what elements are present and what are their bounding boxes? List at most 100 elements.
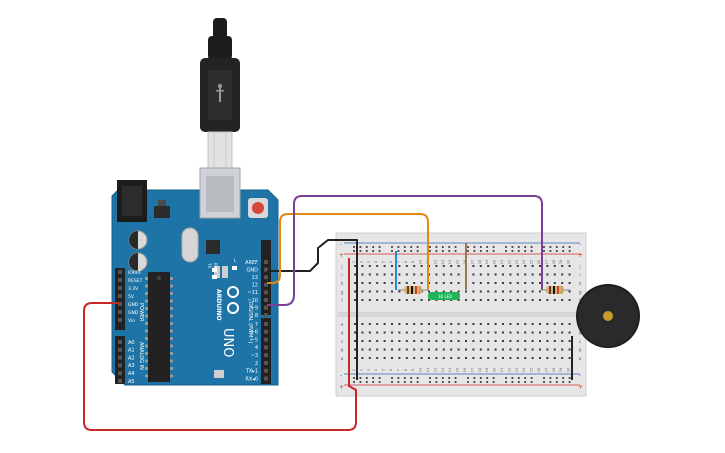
bb-hole[interactable] (524, 323, 527, 325)
bb-hole[interactable] (383, 273, 386, 276)
wire-gnd[interactable] (267, 239, 358, 380)
bb-hole[interactable] (509, 273, 512, 276)
bb-hole[interactable] (368, 357, 371, 359)
bb-hole[interactable] (494, 265, 497, 267)
rail-hole[interactable] (492, 377, 495, 379)
bb-hole[interactable] (457, 299, 460, 301)
bb-hole[interactable] (568, 323, 571, 325)
bb-hole[interactable] (531, 331, 534, 334)
bb-hole[interactable] (472, 265, 475, 267)
bb-hole[interactable] (479, 323, 482, 325)
rail-hole[interactable] (454, 246, 457, 248)
bb-hole[interactable] (398, 340, 401, 342)
bb-hole[interactable] (465, 331, 467, 334)
bb-hole[interactable] (391, 299, 393, 301)
bb-hole[interactable] (354, 323, 356, 325)
rail-hole[interactable] (365, 250, 368, 252)
bb-hole[interactable] (524, 357, 527, 359)
bb-hole[interactable] (383, 282, 386, 284)
bb-hole[interactable] (539, 348, 541, 351)
bb-hole[interactable] (428, 348, 430, 351)
bb-hole[interactable] (479, 273, 482, 276)
bb-hole[interactable] (413, 282, 416, 284)
bb-hole[interactable] (450, 290, 453, 293)
rail-hole[interactable] (492, 246, 495, 248)
bb-hole[interactable] (502, 290, 504, 293)
rail-hole[interactable] (492, 250, 495, 252)
rail-hole[interactable] (479, 246, 482, 248)
bb-hole[interactable] (457, 290, 460, 293)
bb-hole[interactable] (472, 357, 475, 359)
bb-hole[interactable] (450, 282, 453, 284)
bb-hole[interactable] (391, 282, 393, 284)
led-component[interactable]: 1K LED (428, 292, 460, 300)
bb-hole[interactable] (398, 357, 401, 359)
rail-hole[interactable] (562, 246, 565, 248)
bb-hole[interactable] (553, 323, 556, 325)
bb-hole[interactable] (553, 357, 556, 359)
usb-cable[interactable] (200, 18, 240, 169)
rail-hole[interactable] (505, 377, 507, 379)
bb-hole[interactable] (361, 357, 364, 359)
bb-hole[interactable] (487, 299, 490, 301)
rail-hole[interactable] (448, 250, 451, 252)
rail-hole[interactable] (486, 250, 489, 252)
bb-hole[interactable] (524, 348, 527, 351)
bb-hole[interactable] (539, 323, 541, 325)
rail-hole[interactable] (435, 246, 438, 248)
bb-hole[interactable] (568, 299, 571, 301)
analog-pin-hole[interactable] (118, 355, 122, 360)
rail-hole[interactable] (479, 250, 482, 252)
bb-hole[interactable] (442, 331, 445, 334)
bb-hole[interactable] (383, 331, 386, 334)
bb-hole[interactable] (531, 282, 534, 284)
bb-hole[interactable] (383, 323, 386, 325)
power-pin-hole[interactable] (118, 270, 122, 274)
bb-hole[interactable] (413, 340, 416, 342)
rail-hole[interactable] (555, 246, 558, 248)
breadboard[interactable]: 1122334455667788991010111112121313141415… (335, 232, 587, 397)
bb-hole[interactable] (368, 331, 371, 334)
bb-hole[interactable] (531, 265, 534, 267)
bb-hole[interactable] (383, 290, 386, 293)
bb-hole[interactable] (413, 323, 416, 325)
rail-hole[interactable] (562, 381, 565, 383)
analog-pin-hole[interactable] (118, 340, 122, 344)
bb-hole[interactable] (405, 340, 408, 342)
rail-hole[interactable] (435, 377, 438, 379)
bb-hole[interactable] (376, 340, 379, 342)
bb-hole[interactable] (398, 323, 401, 325)
bb-hole[interactable] (568, 340, 571, 342)
bb-hole[interactable] (568, 357, 571, 359)
bb-hole[interactable] (509, 265, 512, 267)
bb-hole[interactable] (405, 357, 408, 359)
bb-hole[interactable] (553, 282, 556, 284)
bb-hole[interactable] (524, 282, 527, 284)
bb-hole[interactable] (494, 357, 497, 359)
bb-hole[interactable] (383, 357, 386, 359)
bb-hole[interactable] (465, 290, 467, 293)
rail-hole[interactable] (562, 377, 565, 379)
top-pin-hole[interactable] (264, 275, 268, 280)
bb-hole[interactable] (450, 331, 453, 334)
rail-hole[interactable] (353, 246, 355, 248)
bb-hole[interactable] (457, 265, 460, 267)
bb-hole[interactable] (502, 299, 504, 301)
bb-hole[interactable] (435, 290, 438, 293)
bb-hole[interactable] (354, 357, 356, 359)
bb-hole[interactable] (487, 331, 490, 334)
bb-hole[interactable] (494, 282, 497, 284)
rail-hole[interactable] (473, 381, 476, 383)
bb-hole[interactable] (450, 265, 453, 267)
bb-hole[interactable] (465, 299, 467, 301)
rail-hole[interactable] (524, 381, 527, 383)
rail-hole[interactable] (467, 377, 469, 379)
bb-hole[interactable] (435, 273, 438, 276)
rail-hole[interactable] (359, 250, 362, 252)
rail-hole[interactable] (416, 381, 419, 383)
bb-hole[interactable] (420, 273, 423, 276)
bb-hole[interactable] (428, 323, 430, 325)
piezo-buzzer[interactable] (576, 284, 640, 348)
bb-hole[interactable] (472, 348, 475, 351)
bb-hole[interactable] (398, 265, 401, 267)
